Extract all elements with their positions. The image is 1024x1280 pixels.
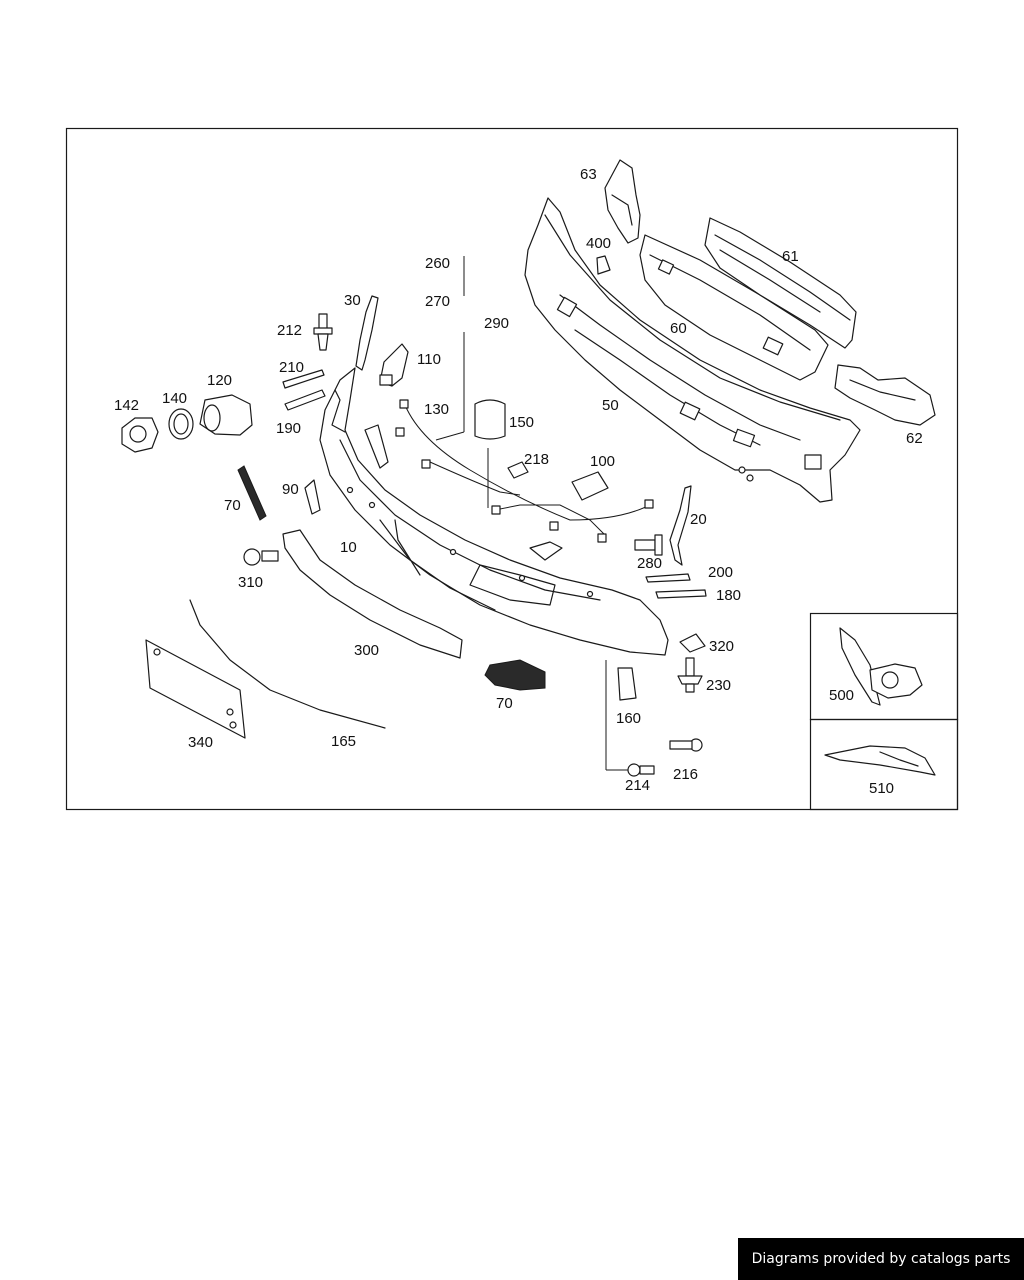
part-20-strip: [669, 485, 692, 566]
callout-90: 90: [282, 481, 299, 498]
callout-61: 61: [782, 248, 799, 265]
part-510-trim: [824, 745, 936, 776]
part-50-reinforcement: [524, 197, 861, 503]
callout-50: 50: [602, 397, 619, 414]
callout-310: 310: [238, 574, 263, 591]
callout-230: 230: [706, 677, 731, 694]
callout-62: 62: [906, 430, 923, 447]
part-120-sensor: [199, 394, 253, 436]
callout-200: 200: [708, 564, 733, 581]
callout-142: 142: [114, 397, 139, 414]
part-310-screw: [243, 548, 279, 566]
part-214-pin: [627, 763, 655, 777]
part-212-rivet: [313, 313, 333, 351]
callout-30: 30: [344, 292, 361, 309]
part-280-screw: [634, 534, 663, 556]
part-165-trim: [189, 599, 386, 729]
part-110-cap: [379, 343, 409, 387]
callout-110: 110: [417, 351, 441, 368]
callout-60: 60: [670, 320, 687, 337]
callout-63: 63: [580, 166, 597, 183]
part-61-bracket: [704, 217, 857, 349]
callout-510: 510: [869, 780, 894, 797]
callout-260: 260: [425, 255, 450, 272]
part-100-cap: [571, 471, 609, 501]
callout-218: 218: [524, 451, 549, 468]
diagram-frame: [65, 127, 959, 811]
part-63-side-bracket: [604, 159, 641, 244]
part-200-strip: [645, 573, 691, 583]
callout-216: 216: [673, 766, 698, 783]
callout-150: 150: [509, 414, 534, 431]
callout-300: 300: [354, 642, 379, 659]
leader-lines: [435, 256, 628, 771]
callout-340: 340: [188, 734, 213, 751]
part-210-strip: [282, 369, 325, 389]
part-190-strip: [284, 389, 326, 411]
callout-180: 180: [716, 587, 741, 604]
callout-130: 130: [424, 401, 449, 418]
part-500-fog-assembly: [839, 627, 923, 706]
callout-320: 320: [709, 638, 734, 655]
callout-140: 140: [162, 390, 187, 407]
part-130-harness: [395, 399, 654, 543]
part-320-clip: [679, 633, 706, 653]
callout-212: 212: [277, 322, 302, 339]
part-230-screw: [677, 657, 703, 693]
part-140-ring: [168, 408, 194, 440]
part-62-side-bracket: [834, 364, 936, 426]
callout-210: 210: [279, 359, 304, 376]
callout-500: 500: [829, 687, 854, 704]
callout-70a: 70: [224, 497, 241, 514]
part-340-plate: [145, 639, 246, 739]
part-10-bumper-cover: [319, 367, 669, 656]
part-400-clip: [596, 255, 611, 275]
callout-100: 100: [590, 453, 615, 470]
callout-165: 165: [331, 733, 356, 750]
part-70-grille-left: [237, 465, 267, 521]
footer-badge: Diagrams provided by catalogs parts: [738, 1238, 1024, 1280]
callout-10: 10: [340, 539, 357, 556]
part-150-clip: [474, 399, 506, 440]
part-142-holder: [121, 417, 159, 453]
callout-290: 290: [484, 315, 509, 332]
part-216-pin: [669, 738, 703, 752]
part-30-strip: [355, 295, 379, 371]
callout-20: 20: [690, 511, 707, 528]
part-180-strip: [655, 589, 707, 599]
callout-70b: 70: [496, 695, 513, 712]
callout-190: 190: [276, 420, 301, 437]
callout-280: 280: [637, 555, 662, 572]
callout-400: 400: [586, 235, 611, 252]
part-90-bracket: [304, 479, 321, 515]
callout-214: 214: [625, 777, 650, 794]
part-70-grille-lower: [484, 659, 546, 691]
part-218-clip: [507, 461, 529, 479]
callout-160: 160: [616, 710, 641, 727]
callout-120: 120: [207, 372, 232, 389]
callout-270: 270: [425, 293, 450, 310]
part-160-clip: [617, 667, 637, 701]
inset-box-510: [809, 718, 959, 811]
part-300-spoiler: [282, 529, 463, 659]
